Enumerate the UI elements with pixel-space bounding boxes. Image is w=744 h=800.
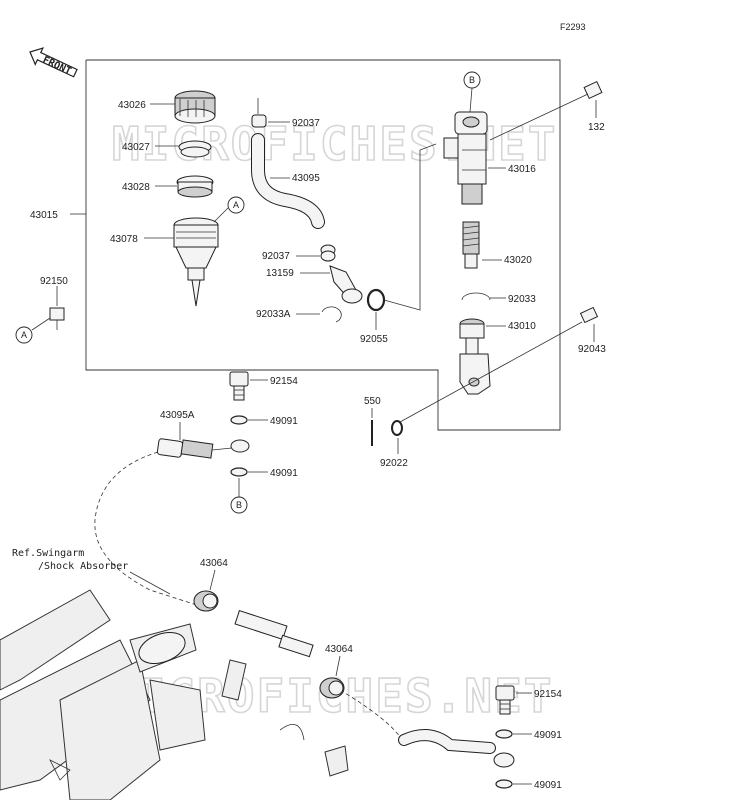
hose-clamp-lower — [320, 244, 336, 262]
reservoir-hose — [252, 134, 324, 228]
svg-text:A: A — [21, 330, 27, 340]
callout-A-top — [227, 196, 245, 214]
washer-49091-top — [230, 415, 248, 425]
grommet-upper — [193, 590, 219, 612]
watermark-top: MICROFICHES.NET — [112, 117, 557, 171]
part-label-49091-second: 49091 — [270, 468, 298, 479]
callout-A-left — [15, 326, 33, 344]
part-label-92033A: 92033A — [256, 309, 291, 320]
part-label-43064-upper: 43064 — [200, 558, 228, 569]
assembly-frame — [85, 59, 561, 431]
part-label-43026: 43026 — [118, 100, 146, 111]
ref-note-line2: /Shock Absorber — [38, 561, 128, 572]
washer-49091-fourth — [495, 779, 513, 789]
washer-49091-third — [495, 729, 513, 739]
swingarm-reference — [0, 589, 349, 800]
part-label-92022: 92022 — [380, 458, 408, 469]
ref-note-line1: Ref.Swingarm — [12, 548, 84, 559]
part-label-92154-top: 92154 — [270, 376, 298, 387]
part-label-49091-top: 49091 — [270, 416, 298, 427]
bolt-92150 — [49, 307, 65, 330]
reservoir — [173, 217, 219, 307]
part-label-92055: 92055 — [360, 334, 388, 345]
part-label-49091-third: 49091 — [534, 730, 562, 741]
washer-92022 — [391, 420, 403, 436]
part-label-92154-bottom: 92154 — [534, 689, 562, 700]
front-arrow-icon — [29, 47, 78, 78]
part-label-43027: 43027 — [122, 142, 150, 153]
o-ring — [366, 288, 386, 312]
part-label-92033: 92033 — [508, 294, 536, 305]
hose-fitting — [329, 265, 363, 304]
part-label-43095: 43095 — [292, 173, 320, 184]
part-label-49091-fourth: 49091 — [534, 780, 562, 791]
part-label-43095A: 43095A — [160, 410, 195, 421]
part-label-43064-lower: 43064 — [325, 644, 353, 655]
clutch-hose-end — [156, 438, 250, 459]
grommet-lower — [319, 677, 345, 699]
push-rod — [459, 318, 491, 395]
diaphragm — [176, 175, 214, 198]
washer-49091-second — [230, 467, 248, 477]
part-label-132: 132 — [588, 122, 605, 133]
banjo-bolt-top — [229, 371, 249, 401]
banjo-bolt-bottom — [495, 685, 515, 715]
part-label-92043: 92043 — [578, 344, 606, 355]
svg-text:A: A — [233, 200, 239, 210]
diaphragm-plate — [178, 140, 212, 158]
master-cylinder-body — [443, 111, 488, 205]
front-label: FRONT — [41, 55, 73, 78]
part-label-92150: 92150 — [40, 276, 68, 287]
figure-code: F2293 — [560, 22, 586, 32]
hose-clamp-top — [251, 98, 267, 128]
spring — [462, 221, 480, 269]
part-label-43078: 43078 — [110, 234, 138, 245]
part-label-92037-top: 92037 — [292, 118, 320, 129]
part-label-43016: 43016 — [508, 164, 536, 175]
part-label-550: 550 — [364, 396, 381, 407]
svg-text:B: B — [469, 75, 475, 85]
reservoir-cap — [174, 90, 216, 124]
part-label-13159: 13159 — [266, 268, 294, 279]
bolt-132 — [583, 80, 603, 100]
clutch-hose-lower-end — [398, 729, 515, 768]
part-label-43010: 43010 — [508, 321, 536, 332]
part-label-43015: 43015 — [30, 210, 58, 221]
clevis-pin — [579, 306, 599, 324]
part-label-43020: 43020 — [504, 255, 532, 266]
part-label-43028: 43028 — [122, 182, 150, 193]
svg-text:B: B — [236, 500, 242, 510]
hose-guide — [234, 609, 314, 658]
part-label-92037-lower: 92037 — [262, 251, 290, 262]
